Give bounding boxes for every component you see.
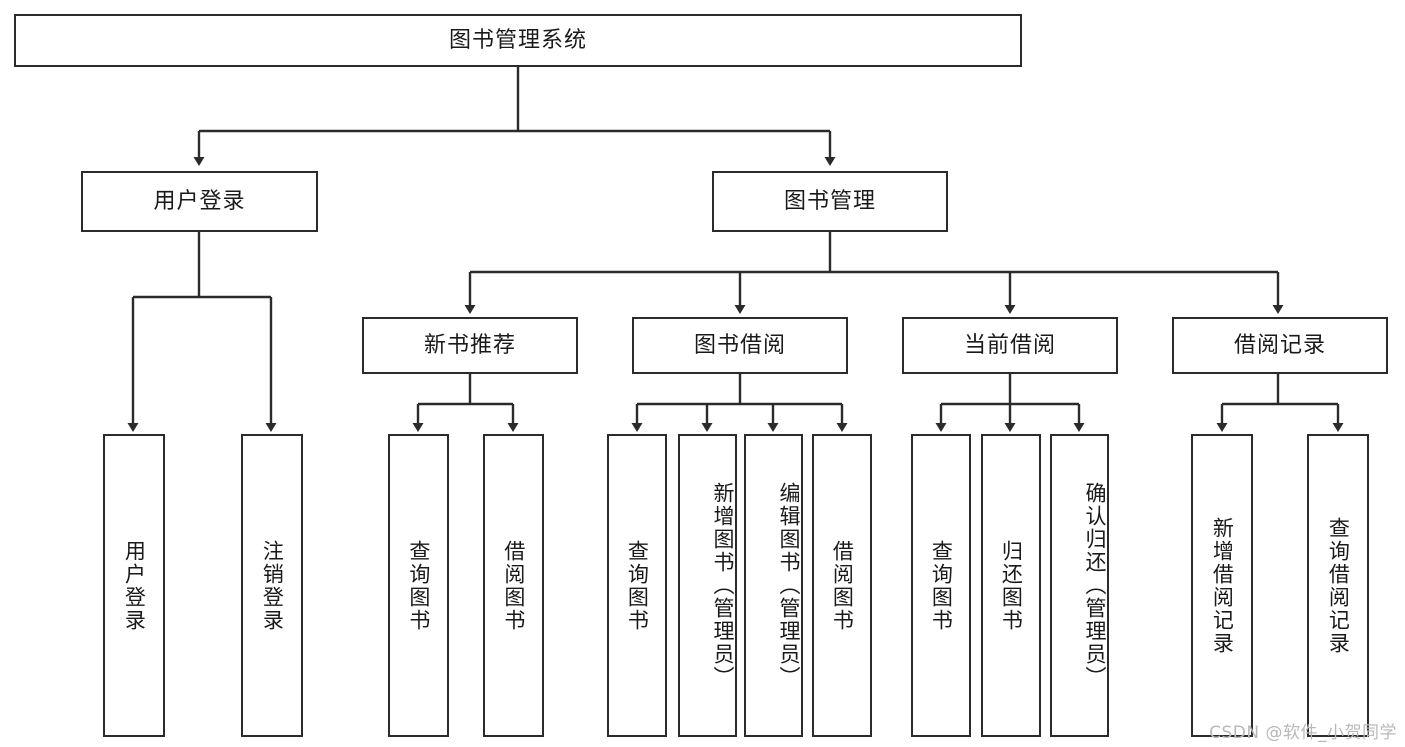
node-label: 图书管理系统: [448, 27, 587, 53]
node-borrow-record[interactable]: 借阅记录: [1172, 317, 1388, 374]
node-label: 借阅图书: [501, 539, 526, 632]
node-leaf-borrow-book-2[interactable]: 借阅图书: [812, 434, 872, 737]
node-leaf-query-book-1[interactable]: 查询图书: [388, 434, 449, 737]
node-label: 查询图书: [406, 539, 431, 632]
node-book-manage[interactable]: 图书管理: [712, 171, 948, 232]
node-label: 用户登录: [122, 539, 147, 632]
node-leaf-return-book[interactable]: 归还图书: [981, 434, 1041, 737]
node-leaf-query-book-2[interactable]: 查询图书: [607, 434, 667, 737]
node-label: 查询借阅记录: [1326, 516, 1351, 655]
node-root[interactable]: 图书管理系统: [14, 14, 1022, 67]
node-label: 借阅图书: [830, 539, 855, 632]
node-new-book-rec[interactable]: 新书推荐: [362, 317, 578, 374]
node-leaf-edit-book[interactable]: 编辑图书（管理员）: [744, 434, 803, 737]
watermark: CSDN @软件_小贺同学: [1209, 723, 1397, 743]
node-label: 查询图书: [929, 539, 954, 632]
node-label: 图书管理: [783, 188, 876, 214]
node-label: 新增图书（管理员）: [711, 482, 735, 689]
node-leaf-add-book[interactable]: 新增图书（管理员）: [678, 434, 737, 737]
node-book-borrow[interactable]: 图书借阅: [632, 317, 848, 374]
node-leaf-add-record[interactable]: 新增借阅记录: [1191, 434, 1253, 737]
node-leaf-user-login[interactable]: 用户登录: [103, 434, 165, 737]
node-label: 图书借阅: [693, 332, 786, 358]
node-label: 注销登录: [260, 539, 285, 632]
node-leaf-logout[interactable]: 注销登录: [241, 434, 303, 737]
node-label: 当前借阅: [963, 332, 1056, 358]
node-label: 用户登录: [153, 188, 246, 214]
node-label: 查询图书: [625, 539, 650, 632]
node-label: 编辑图书（管理员）: [777, 482, 801, 689]
node-leaf-query-record[interactable]: 查询借阅记录: [1307, 434, 1369, 737]
node-label: 归还图书: [999, 539, 1024, 632]
node-label: 确认归还（管理员）: [1083, 482, 1107, 689]
node-leaf-query-book-3[interactable]: 查询图书: [911, 434, 971, 737]
node-leaf-confirm-return[interactable]: 确认归还（管理员）: [1050, 434, 1109, 737]
node-label: 新增借阅记录: [1210, 516, 1235, 655]
node-leaf-borrow-book-1[interactable]: 借阅图书: [483, 434, 544, 737]
node-label: 新书推荐: [423, 332, 516, 358]
node-current-borrow[interactable]: 当前借阅: [902, 317, 1118, 374]
node-user-login[interactable]: 用户登录: [81, 171, 318, 232]
node-label: 借阅记录: [1233, 332, 1326, 358]
